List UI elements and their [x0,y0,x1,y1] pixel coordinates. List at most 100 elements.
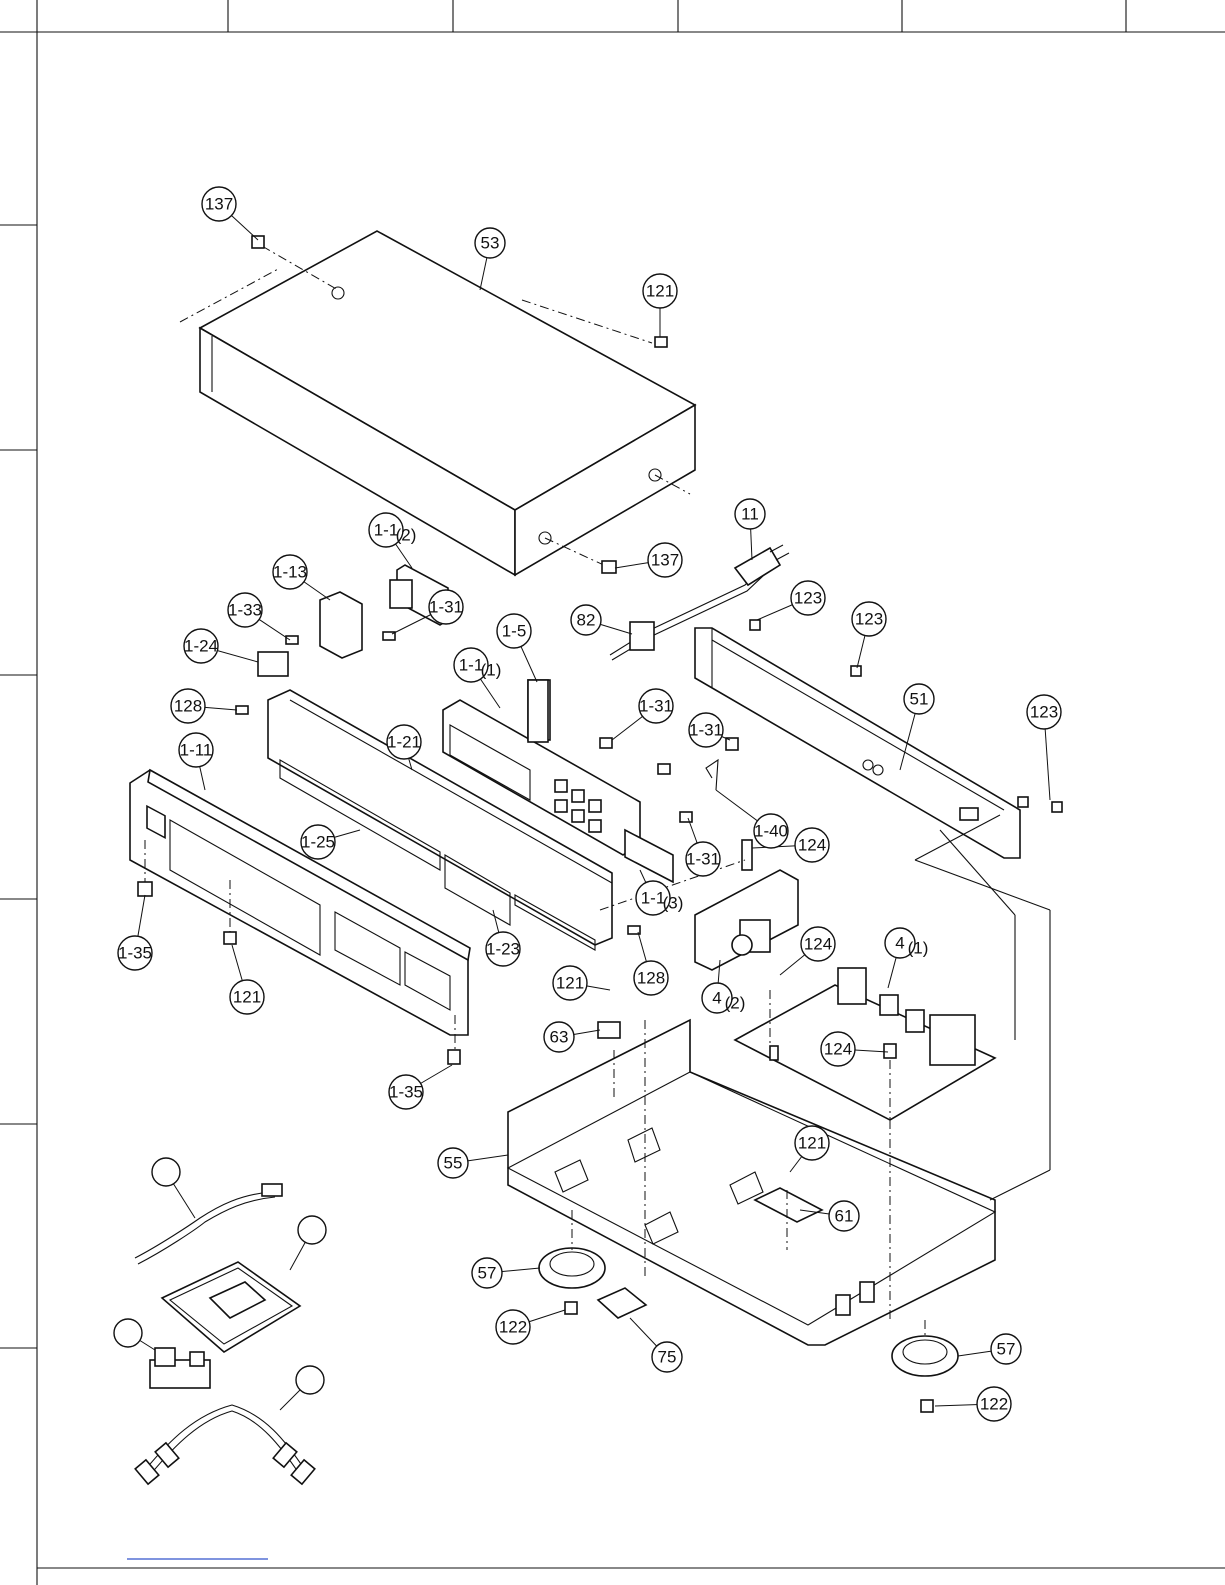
callout-label: 1-11 [180,741,213,760]
callout-label: 1-33 [228,601,262,620]
callout-1-35: 1-35 [389,1075,423,1109]
callout-label: 57 [478,1264,497,1283]
callout-1-5: 1-5 [497,614,531,648]
callout-label: 55 [444,1154,463,1173]
callout-1-13: 1-13 [273,555,307,589]
callout-label: 124 [824,1040,852,1059]
ribbon-cable [528,680,548,742]
callout-label: 1-35 [389,1083,423,1102]
callout-label: 1-31 [639,697,673,716]
callout-label: 121 [233,988,261,1007]
callout-4: 4(1) [885,928,928,958]
callout-51: 51 [904,684,934,714]
callout-label: 1-1 [374,521,399,540]
accessory-audio-cable [135,1405,315,1484]
accessory-callout-circle [296,1366,324,1394]
callout-label: 1-35 [118,944,152,963]
callout-label: 128 [174,697,202,716]
callout-label: 75 [658,1348,677,1367]
callout-1-11: 1-11 [179,733,213,767]
callout-label: 1-31 [686,850,720,869]
callout-1-40: 1-40 [754,814,788,848]
callout-label: 63 [550,1028,569,1047]
callout-label: 1-23 [486,940,520,959]
callout-label: 1-5 [502,622,527,641]
callout-1-1: 1-1(3) [636,881,683,915]
callout-label: 121 [646,282,674,301]
callout-label: 1-25 [301,833,335,852]
callout-61: 61 [829,1201,859,1231]
callout-label: 82 [577,611,596,630]
callout-label: 1-31 [689,721,723,740]
callout-label: 1-13 [273,563,307,582]
callout-1-21: 1-21 [387,725,421,759]
callout-label: 123 [855,610,883,629]
callout-1-23: 1-23 [486,932,520,966]
callout-label: 1-1 [459,656,484,675]
callout-128: 128 [634,961,668,995]
callout-label: 11 [741,505,759,524]
callout-label: 124 [804,935,832,954]
callout-122: 122 [977,1387,1011,1421]
callout-label: 1-1 [641,889,666,908]
callout-1-31: 1-31 [639,689,673,723]
callout-121: 121 [795,1126,829,1160]
accessory-callout-circle [298,1216,326,1244]
callout-11: 11 [735,499,765,529]
callout-1-35: 1-35 [118,936,152,970]
top-cover [180,231,695,575]
callout-1-31: 1-31 [689,713,723,747]
callout-label: 122 [980,1395,1008,1414]
main-board [735,968,995,1120]
callout-1-1: 1-1(1) [454,648,501,682]
callout-label: 137 [651,551,679,570]
callout-label: 4 [895,934,904,953]
callout-quantity: (2) [396,526,417,545]
callout-123: 123 [852,602,886,636]
callout-label: 121 [798,1134,826,1153]
callout-124: 124 [821,1032,855,1066]
callout-137: 137 [648,543,682,577]
callout-124: 124 [801,927,835,961]
callout-123: 123 [791,581,825,615]
callout-1-24: 1-24 [184,629,218,663]
callout-1-25: 1-25 [301,825,335,859]
callout-124: 124 [795,828,829,862]
callout-quantity: (2) [725,994,746,1013]
callout-quantity: (3) [663,894,684,913]
callout-1-1: 1-1(2) [369,513,416,547]
callout-label: 4 [712,989,721,1008]
callout-label: 122 [499,1318,527,1337]
callout-121: 121 [643,274,677,308]
callout-label: 61 [835,1207,854,1226]
callout-121: 121 [230,980,264,1014]
callout-55: 55 [438,1148,468,1178]
callout-123: 123 [1027,695,1061,729]
accessory-callout [152,1158,180,1186]
accessory-callout-circle [152,1158,180,1186]
callout-label: 124 [798,836,826,855]
callout-82: 82 [571,605,601,635]
callout-1-33: 1-33 [228,593,262,627]
callout-137: 137 [202,187,236,221]
accessory-callout [298,1216,326,1244]
rear-panel [695,620,1062,858]
callout-label: 1-21 [387,733,421,752]
accessory-callout-circle [114,1319,142,1347]
callout-label: 57 [997,1340,1016,1359]
callout-57: 57 [991,1334,1021,1364]
accessory-callout [296,1366,324,1394]
callout-label: 1-31 [429,598,463,617]
callout-75: 75 [652,1342,682,1372]
callout-label: 1-24 [184,637,218,656]
callout-label: 137 [205,195,233,214]
callout-quantity: (1) [908,939,929,958]
callout-label: 53 [481,234,500,253]
accessory-am-loop-antenna [162,1262,300,1352]
callout-label: 1-40 [754,822,788,841]
callout-1-31: 1-31 [686,842,720,876]
callout-57: 57 [472,1258,502,1288]
callout-label: 123 [794,589,822,608]
